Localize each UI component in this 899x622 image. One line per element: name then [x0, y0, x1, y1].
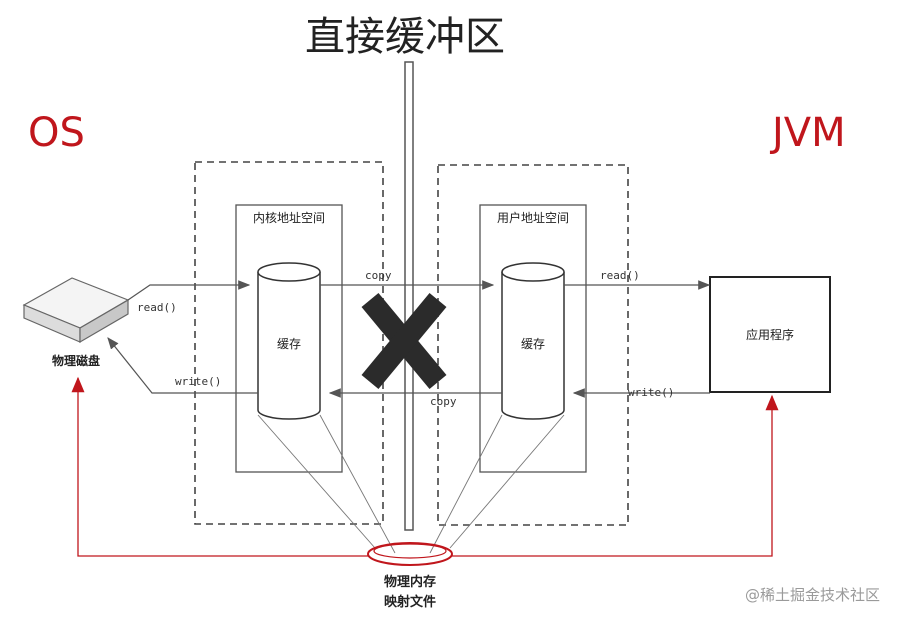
diagram-title: 直接缓冲区 [305, 14, 505, 60]
copy-label-top: copy [365, 269, 392, 282]
app-box [709, 276, 831, 393]
write-label-left: write() [175, 375, 221, 388]
kernel-space-box [235, 204, 343, 473]
read-label-left: read() [137, 301, 177, 314]
os-label: OS [28, 110, 85, 156]
watermark: @稀土掘金技术社区 [745, 586, 880, 604]
jvm-label: JVM [769, 110, 846, 156]
user-space-box [479, 204, 587, 473]
app-label: 应用程序 [746, 327, 794, 342]
disk-icon [22, 277, 130, 344]
read-label-right: read() [600, 269, 640, 282]
user-space-label: 用户地址空间 [497, 210, 569, 225]
kernel-space-label: 内核地址空间 [253, 211, 325, 225]
write-label-right: write() [628, 386, 674, 399]
user-cache-label: 缓存 [521, 337, 545, 351]
kernel-cache-cylinder [257, 262, 321, 420]
write-arrow-kernel-to-disk [107, 337, 258, 394]
mapped-file-label-line1: 物理内存 [384, 574, 436, 590]
red-arrow-to-app [452, 394, 779, 557]
user-cache-cylinder [501, 262, 565, 420]
kernel-cache-label: 缓存 [277, 337, 301, 351]
divider-pole [404, 61, 414, 531]
read-arrow-disk-to-kernel [127, 280, 251, 301]
mapped-file-label-line2: 映射文件 [384, 594, 436, 610]
kernel-dashed-box [194, 161, 384, 525]
mapping-lines [257, 414, 565, 554]
copy-label-bottom: copy [430, 395, 457, 408]
mapped-file-icon [367, 542, 453, 566]
disk-label: 物理磁盘 [52, 353, 100, 368]
cross-mark-icon [361, 292, 447, 390]
red-arrow-to-disk [71, 376, 368, 557]
